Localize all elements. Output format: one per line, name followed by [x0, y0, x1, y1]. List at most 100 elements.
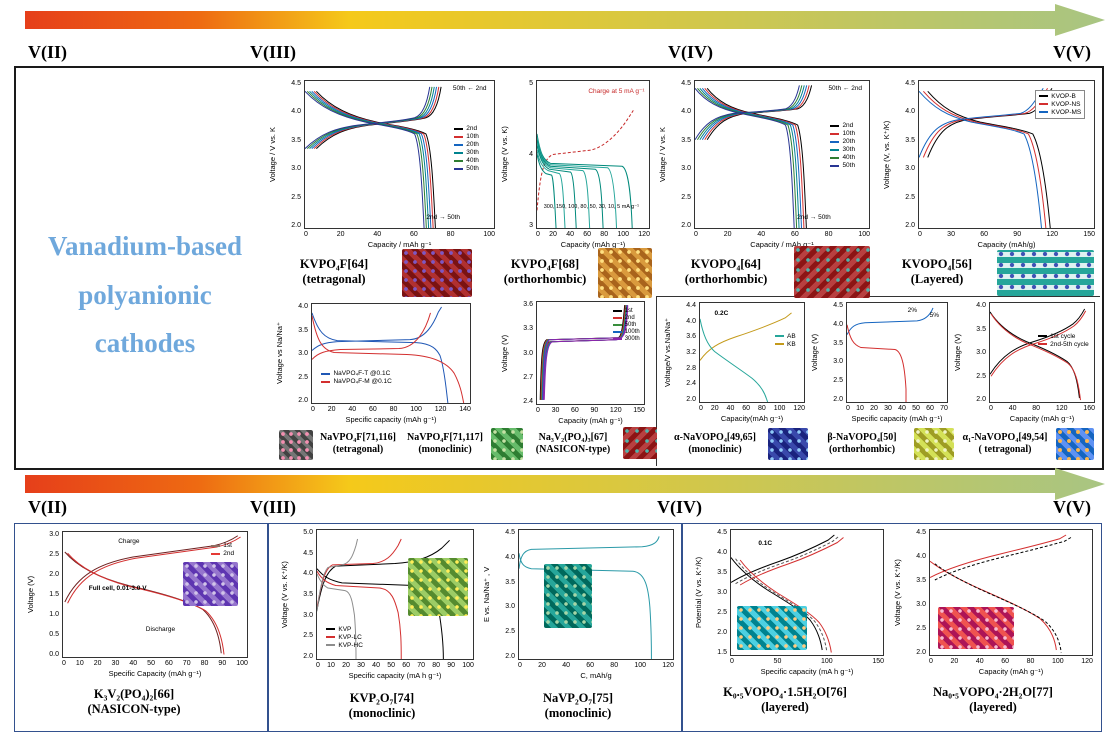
tick-label: 3.5 [505, 578, 515, 586]
tick-label: 20 [342, 662, 350, 669]
divider-horizontal [656, 296, 1100, 297]
tick-label: 10 [75, 660, 84, 667]
legend-swatch [1039, 103, 1049, 106]
tick-label: 3.0 [717, 589, 727, 596]
tick-label: 20 [327, 406, 336, 413]
charge-discharge-curves [305, 81, 494, 228]
tick-label: 0 [929, 658, 933, 665]
rate-capability-curves [537, 81, 649, 228]
legend-label: 10th [842, 130, 856, 138]
oxidation-state-label-v2-top: V(II) [28, 42, 67, 62]
tick-label: 120 [434, 406, 447, 413]
crystal-structure-alpha-navopo4 [768, 428, 808, 460]
tick-label: 0 [316, 662, 320, 669]
tick-label: 20 [549, 231, 557, 238]
annotation-rates: 300, 150, 100, 80, 50, 30, 10, 5 mA g⁻¹ [543, 204, 639, 211]
legend-swatch [454, 143, 464, 146]
tick-label: 0 [699, 405, 703, 412]
caption-phase: (orthorhombic) [684, 272, 768, 287]
tick-label: 3.0 [833, 358, 843, 366]
oxidation-gradient-arrow-bottom [25, 468, 1105, 500]
legend-item: AB [775, 333, 796, 340]
tick-label: 2.5 [976, 372, 986, 380]
tick-label: 4.0 [905, 108, 915, 116]
plot-area: 2% 5% [846, 302, 948, 403]
legend-item: 1st cycle [1038, 333, 1089, 340]
tick-label: 4.0 [505, 553, 515, 561]
tick-label: 80 [1026, 658, 1035, 665]
tick-label: 2.5 [298, 373, 308, 381]
tick-label: 2.0 [717, 629, 727, 636]
annotation-2pct: 2% [907, 306, 917, 314]
legend-item: 100th [612, 329, 640, 335]
legend-swatch [326, 636, 336, 639]
legend-swatch [612, 338, 622, 341]
legend-label: KVOP-NS [1051, 100, 1081, 108]
tick-label: 3.0 [905, 165, 915, 173]
legend-item: 20th [830, 138, 855, 145]
caption-phase: (monoclinic) [418, 444, 472, 455]
plot-area [518, 529, 674, 660]
y-axis-label: Voltage/V vs.Na/Na⁺ [663, 318, 672, 387]
legend-item: KVOP-MS [1039, 109, 1081, 116]
y-axis-label: E vs. Na/Na⁺ , V [482, 566, 491, 623]
cycling-curves [537, 302, 644, 404]
legend-swatch [775, 335, 785, 338]
caption-formula: KVPO₄F[64] [299, 257, 369, 271]
tick-label: 4.4 [686, 302, 696, 309]
caption-phase: (monoclinic) [544, 706, 612, 721]
tick-label: 0 [62, 660, 66, 667]
oxidation-state-label-v3-bottom: V(III) [250, 497, 297, 517]
caption-na3v2po43: Na₃V₂(PO₄)₃[67] (NASICON-type) [525, 431, 621, 456]
tick-label: 80 [389, 406, 398, 413]
tick-label: 4.0 [833, 320, 843, 328]
tick-label: 40 [757, 231, 766, 238]
charge-discharge-curves [695, 81, 869, 228]
legend-item: 30th [454, 149, 479, 156]
tick-label: 80 [200, 660, 209, 667]
tick-label: 20 [950, 658, 959, 665]
legend-label: KVOP-MS [1051, 108, 1082, 116]
caption-formula: KVP₂O₇[74] [349, 691, 415, 705]
legend-item: 50th [454, 165, 479, 172]
legend-label: 50th [624, 322, 637, 329]
charge-discharge-curves [317, 530, 473, 659]
tick-label: 2.0 [49, 571, 59, 578]
tick-label: 2.0 [303, 652, 313, 660]
caption-phase: (orthorhombic) [828, 444, 896, 455]
legend-item: 40th [454, 157, 479, 164]
x-axis-label: C, mAh/g [580, 671, 612, 680]
caption-formula: NaVPO₄F[71,116] [319, 432, 397, 443]
legend-swatch [1039, 95, 1049, 98]
tick-label: 4.5 [916, 529, 926, 536]
caption-formula: α-NaVOPO₄[49,65] [674, 432, 756, 443]
tick-label: 4.5 [291, 80, 301, 87]
crystal-structure-kvp2o7-inset [408, 558, 469, 617]
legend-item: NaVPO₄F-T @0.1C [321, 370, 391, 377]
caption-navpo4f-tetragonal: NaVPO₄F[71,116] (tetragonal) [315, 431, 401, 456]
legend-label: 40th [466, 157, 479, 165]
tick-label: 60 [791, 231, 799, 238]
annotation-top: 50th ← 2nd [452, 85, 487, 93]
legend-label: 10th [466, 133, 479, 141]
tick-label: 3.5 [976, 325, 986, 333]
tick-label: 4.5 [717, 529, 727, 536]
